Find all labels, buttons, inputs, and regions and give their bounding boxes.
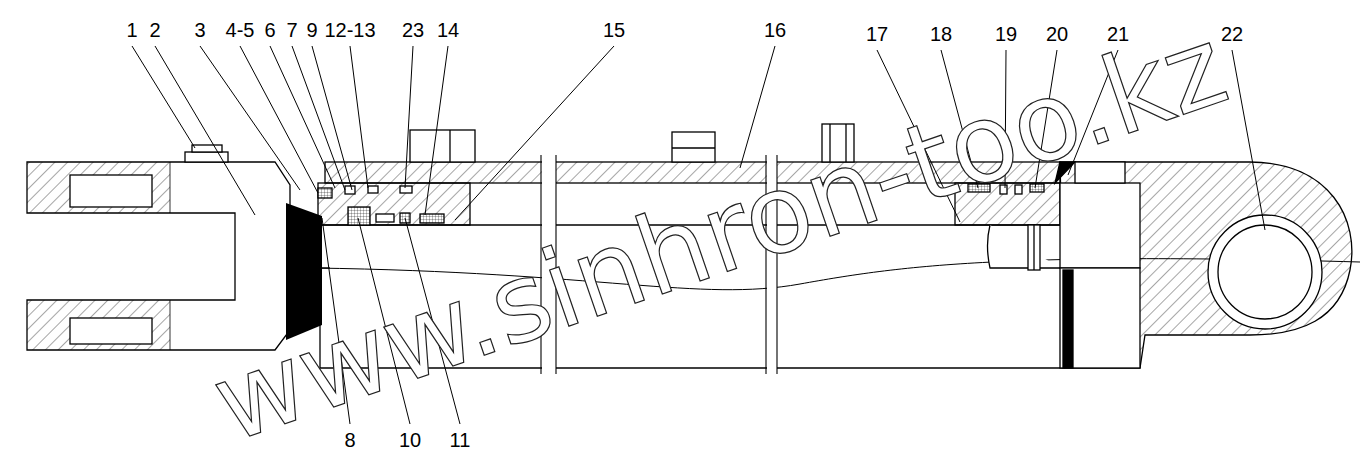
callout-number: 10	[398, 429, 422, 451]
drawing-part	[318, 188, 332, 198]
drawing-part	[672, 147, 715, 148]
callout-number: 18	[929, 23, 953, 45]
callout-number: 19	[994, 23, 1018, 45]
drawing-part	[185, 152, 228, 162]
callout-number: 17	[865, 23, 889, 45]
drawing-part	[155, 46, 255, 215]
callout-number: 9	[305, 19, 318, 41]
drawing-part	[345, 186, 355, 194]
callout-number: 6	[263, 19, 276, 41]
callout-number: 16	[763, 19, 787, 41]
drawing-part	[1208, 215, 1322, 329]
drawing-part	[740, 46, 775, 168]
drawing-part	[455, 46, 614, 220]
callout-number: 8	[343, 429, 356, 451]
callout-number: 11	[449, 429, 472, 451]
drawing-part	[368, 186, 378, 193]
callout-number: 1	[125, 19, 138, 41]
drawing-part	[1060, 183, 1140, 268]
drawing-part	[170, 162, 171, 213]
end-cap	[1060, 162, 1352, 368]
drawing-part	[449, 130, 450, 162]
callout-number: 12-13	[323, 19, 376, 41]
drawing-part	[405, 46, 413, 188]
drawing-part	[70, 175, 152, 207]
drawing-part	[1218, 225, 1312, 319]
callout-number: 14	[436, 19, 460, 41]
callout-number: 7	[285, 19, 298, 41]
drawing-part	[1033, 225, 1034, 270]
drawing-part	[1063, 270, 1073, 368]
drawing-part	[988, 225, 1061, 268]
drawing-part	[27, 162, 290, 350]
rod-clevis	[27, 145, 290, 350]
drawing-part	[410, 130, 475, 162]
callout-number: 21	[1106, 23, 1130, 45]
callout-number: 23	[401, 19, 425, 41]
drawing-part	[1060, 268, 1140, 368]
callout-number: 4-5	[225, 19, 256, 41]
drawing-part	[350, 46, 368, 188]
callout-number: 2	[148, 19, 161, 41]
callout-number: 15	[602, 19, 626, 41]
drawing-part	[376, 214, 394, 222]
drawing-part	[318, 183, 470, 225]
drawing-part	[200, 46, 300, 190]
drawing-part	[70, 318, 152, 344]
drawing-part	[170, 300, 171, 350]
callout-number: 20	[1045, 23, 1069, 45]
drawing-part	[27, 162, 170, 213]
drawing-part	[270, 46, 335, 188]
drawing-part	[1232, 50, 1265, 230]
callout-number: 3	[193, 19, 206, 41]
drawing-part	[672, 132, 715, 162]
drawing-part	[1028, 225, 1040, 270]
drawing-part	[1060, 162, 1352, 368]
drawing-part	[240, 46, 318, 193]
callout-number: 22	[1220, 23, 1244, 45]
drawing-part	[312, 46, 352, 190]
drawing-part	[425, 46, 448, 215]
drawing-part	[420, 214, 444, 223]
drawing-part	[27, 300, 170, 350]
drawing-part	[400, 186, 412, 193]
